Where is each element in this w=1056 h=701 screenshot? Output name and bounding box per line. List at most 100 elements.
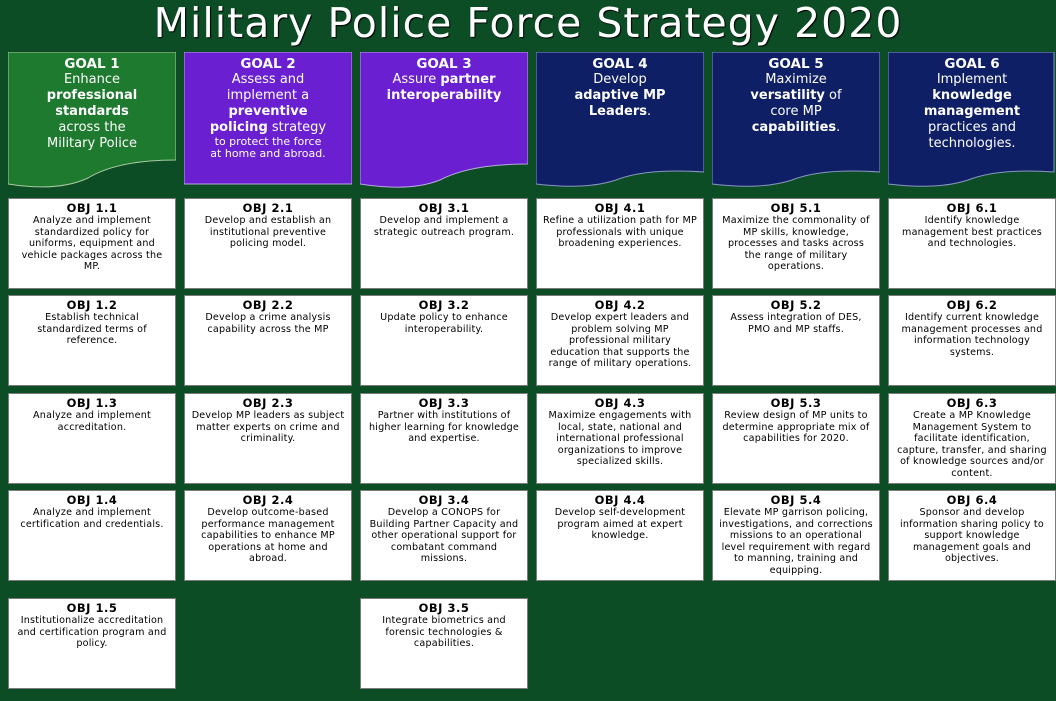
objective-text: Develop self-development program aimed a… [554, 507, 686, 541]
objective-id: OBJ 1.5 [66, 601, 118, 615]
objective-card: OBJ 1.5 Institutionalize accreditation a… [8, 598, 176, 689]
objective-text: Identify current knowledge management pr… [901, 312, 1043, 358]
objective-id: OBJ 2.2 [242, 298, 294, 312]
objective-text: Maximize the commonality of MP skills, k… [722, 215, 870, 272]
goal-5-line-3: core MP [770, 104, 822, 119]
goal-1-column: GOAL 1 Enhance professional standards ac… [8, 52, 176, 689]
objective-id: OBJ 6.3 [946, 396, 998, 410]
goal-4-banner-shape [536, 52, 704, 187]
goal-5-label: GOAL 5 [768, 56, 824, 72]
objective-text: Develop MP leaders as subject matter exp… [191, 410, 345, 444]
objective-card: OBJ 3.1 Develop and implement a strategi… [360, 198, 528, 289]
goal-2-banner: GOAL 2 Assess and implement a preventive… [184, 52, 352, 192]
objective-text: Develop expert leaders and problem solvi… [548, 312, 692, 369]
goal-6-line-5: technologies. [928, 136, 1016, 151]
objective-id: OBJ 5.3 [770, 396, 822, 410]
goal-5-banner-shape [712, 52, 880, 187]
objective-text: Elevate MP garrison policing, investigat… [719, 507, 873, 576]
objective-card: OBJ 6.4 Sponsor and develop information … [888, 490, 1056, 581]
objective-card: OBJ 2.4 Develop outcome-based performanc… [184, 490, 352, 581]
objective-id: OBJ 2.3 [242, 396, 294, 410]
objective-card: OBJ 5.1 Maximize the commonality of MP s… [712, 198, 880, 289]
goal-4-column: GOAL 4 Develop adaptive MP Leaders. OBJ … [536, 52, 704, 581]
goal-2-line-2: implement a [226, 88, 310, 103]
goal-6-column: GOAL 6 Implement knowledge management pr… [888, 52, 1056, 581]
objective-card: OBJ 6.2 Identify current knowledge manag… [888, 295, 1056, 386]
objective-card: OBJ 1.1 Analyze and implement standardiz… [8, 198, 176, 289]
goal-1-line-3: standards [55, 104, 129, 119]
objective-id: OBJ 1.3 [66, 396, 118, 410]
goal-2-line-3: preventive [228, 104, 308, 119]
objective-text: Institutionalize accreditation and certi… [17, 615, 167, 649]
objective-text: Assess integration of DES, PMO and MP st… [730, 312, 862, 335]
goal-2-column: GOAL 2 Assess and implement a preventive… [184, 52, 352, 581]
goal-1-line-2: professional [46, 88, 138, 103]
objective-id: OBJ 5.2 [770, 298, 822, 312]
goal-2-label: GOAL 2 [240, 56, 296, 72]
goal-6-banner: GOAL 6 Implement knowledge management pr… [888, 52, 1056, 192]
objective-text: Refine a utilization path for MP profess… [543, 215, 697, 249]
objective-card: OBJ 5.2 Assess integration of DES, PMO a… [712, 295, 880, 386]
goal-4-label: GOAL 4 [592, 56, 648, 72]
goal-1-label: GOAL 1 [64, 56, 120, 72]
goal-4-line-3a: Leaders [588, 104, 647, 119]
goal-3-column: GOAL 3 Assure partner interoperability O… [360, 52, 528, 689]
goal-5-line-4a: capabilities [751, 120, 837, 135]
goal-3-line-1a: Assure [392, 72, 441, 87]
goal-1-line-1: Enhance [63, 72, 121, 87]
objective-id: OBJ 3.2 [418, 298, 470, 312]
objective-id: OBJ 3.5 [418, 601, 470, 615]
objective-card: OBJ 1.3 Analyze and implement accreditat… [8, 393, 176, 484]
objective-text: Update policy to enhance interoperabilit… [380, 312, 508, 335]
objective-text: Analyze and implement standardized polic… [21, 215, 163, 272]
objective-card: OBJ 2.3 Develop MP leaders as subject ma… [184, 393, 352, 484]
goal-2-line-5: to protect the force [214, 135, 322, 148]
objective-card: OBJ 2.2 Develop a crime analysis capabil… [184, 295, 352, 386]
objective-id: OBJ 1.2 [66, 298, 118, 312]
goal-1-banner: GOAL 1 Enhance professional standards ac… [8, 52, 176, 192]
objective-card: OBJ 2.1 Develop and establish an institu… [184, 198, 352, 289]
goal-2-line-6: at home and abroad. [210, 147, 326, 160]
goal-4-line-1: Develop [593, 72, 647, 87]
goal-2-line-4a: policing [209, 120, 268, 135]
objective-card: OBJ 4.4 Develop self-development program… [536, 490, 704, 581]
objective-text: Develop a CONOPS for Building Partner Ca… [369, 507, 519, 564]
goal-6-line-4: practices and [928, 120, 1016, 135]
goal-6-banner-shape [888, 52, 1055, 187]
objective-id: OBJ 4.2 [594, 298, 646, 312]
objective-card: OBJ 4.2 Develop expert leaders and probl… [536, 295, 704, 386]
goal-6-label: GOAL 6 [944, 56, 1000, 72]
objective-card: OBJ 6.3 Create a MP Knowledge Management… [888, 393, 1056, 484]
objective-id: OBJ 1.1 [66, 201, 118, 215]
objective-card: OBJ 3.3 Partner with institutions of hig… [360, 393, 528, 484]
objective-card: OBJ 3.5 Integrate biometrics and forensi… [360, 598, 528, 689]
goal-5-column: GOAL 5 Maximize versatility of core MP c… [712, 52, 880, 581]
goal-2-line-1: Assess and [231, 72, 305, 87]
objective-card: OBJ 6.1 Identify knowledge management be… [888, 198, 1056, 289]
objective-text: Develop a crime analysis capability acro… [205, 312, 331, 335]
objective-text: Identify knowledge management best pract… [902, 215, 1042, 249]
objective-id: OBJ 6.2 [946, 298, 998, 312]
objective-text: Partner with institutions of higher lear… [368, 410, 520, 444]
goal-6-line-1: Implement [936, 72, 1008, 87]
objective-text: Review design of MP units to determine a… [722, 410, 870, 444]
objective-card: OBJ 1.4 Analyze and implement certificat… [8, 490, 176, 581]
objective-text: Develop and implement a strategic outrea… [373, 215, 515, 238]
goal-1-banner-shape [8, 52, 176, 188]
objective-id: OBJ 1.4 [66, 493, 118, 507]
goal-3-line-1b: partner [440, 72, 496, 87]
goal-5-line-2b: of [824, 88, 842, 103]
objective-card: OBJ 5.4 Elevate MP garrison policing, in… [712, 490, 880, 581]
goal-3-label: GOAL 3 [416, 56, 472, 72]
objective-card: OBJ 4.1 Refine a utilization path for MP… [536, 198, 704, 289]
objective-id: OBJ 3.3 [418, 396, 470, 410]
page-title: Military Police Force Strategy 2020 [153, 0, 903, 47]
objective-id: OBJ 2.4 [242, 493, 294, 507]
objective-text: Create a MP Knowledge Management System … [897, 410, 1047, 479]
goal-5-banner: GOAL 5 Maximize versatility of core MP c… [712, 52, 880, 192]
goal-5-line-4b: . [836, 120, 841, 135]
objective-text: Analyze and implement accreditation. [33, 410, 151, 433]
goal-6-line-3: management [923, 104, 1021, 119]
objective-text: Integrate biometrics and forensic techno… [382, 615, 506, 649]
objective-card: OBJ 1.2 Establish technical standardized… [8, 295, 176, 386]
